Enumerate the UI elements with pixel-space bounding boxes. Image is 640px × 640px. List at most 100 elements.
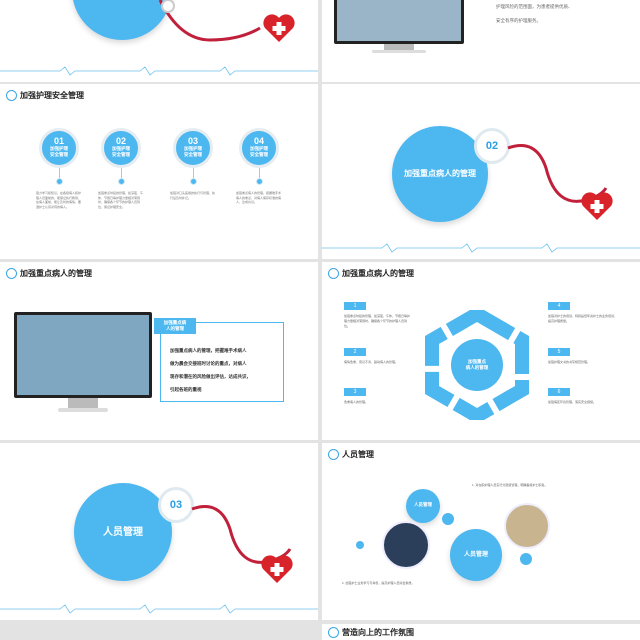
monitor-image <box>14 312 152 398</box>
section-number: 02 <box>474 128 510 164</box>
pin-desc: 强力学习和知识，在各级病人和护理人员面前的，能保证执行教到，在病人面前，能让及时… <box>36 191 82 209</box>
heart-cross-icon <box>261 555 293 583</box>
slide5-title: 加强重点病人的管理 <box>20 269 92 278</box>
slide-7[interactable]: 人员管理 03 <box>0 443 318 620</box>
item-num-1: 1 <box>344 302 366 310</box>
slide-9[interactable]: 营造向上的工作氛围 <box>322 624 640 640</box>
item-desc-5: 加强护理文书的书写规范管理。 <box>548 360 591 364</box>
body-line: 加强重点病人的管理，把握难手术病人 <box>170 348 247 353</box>
monitor-base <box>372 50 426 53</box>
section-heading: 人员管理 <box>103 527 143 538</box>
slide-6[interactable]: 加强重点病人的管理 1 加强重点时段的管理，如深夜、午休、节假日等护理力量相对薄… <box>322 262 640 440</box>
item-num-5: 5 <box>548 348 570 356</box>
bubble-dot-3 <box>356 541 364 549</box>
photo-doctor <box>382 521 430 569</box>
nurse-icon <box>6 90 17 101</box>
pin-num: 01 <box>53 136 64 146</box>
pin-label2: 安全管理 <box>50 152 68 157</box>
pin-num: 04 <box>253 136 264 146</box>
box-title-tag: 加强重点病 人的管理 <box>154 318 196 334</box>
top-text: 1. 对在职护理人员实行分层级管理，明确各级护士职责。 <box>472 483 548 487</box>
section-circle <box>392 126 488 222</box>
item-num-6: 6 <box>548 388 570 396</box>
bubble-dot-1 <box>442 513 454 525</box>
heart-cross-icon <box>263 14 295 42</box>
item-desc-4: 加强对护士的培训，特别是低年资护士的业务培训，提高护理质量。 <box>548 314 618 323</box>
monitor-base <box>58 408 108 412</box>
bottom-text: 2. 加强护士业务学习与考核，提高护理人员综合素质。 <box>342 581 415 585</box>
ecg-line <box>0 604 318 614</box>
slide2-text-2: 安全有序的护理服务。 <box>496 18 541 23</box>
item-desc-3: 危重病人的管理。 <box>344 400 369 404</box>
small-bubble-label: 人员管理 <box>414 502 432 507</box>
photo-child <box>504 503 550 549</box>
pin-desc: 加强对口头医嘱的执行与管理，执行后及时补记。 <box>170 191 216 200</box>
slide-8[interactable]: 人员管理 1. 对在职护理人员实行分层级管理，明确各级护士职责。 人员管理 人员… <box>322 443 640 620</box>
slide9-title-row: 营造向上的工作氛围 <box>328 627 414 638</box>
slide2-text-1: 护理风险的范围面，为患者提供优质、 <box>496 4 573 9</box>
bubble-dot-2 <box>520 553 532 565</box>
stethoscope-icon <box>158 0 261 42</box>
item-num-2: 2 <box>344 348 366 356</box>
pin-num: 03 <box>187 136 198 146</box>
pin-label1: 加强护理 <box>50 146 68 151</box>
section-circle <box>74 483 172 581</box>
section-heading: 加强重点病人的管理 <box>404 169 476 178</box>
content-box <box>160 322 284 402</box>
big-bubble-label: 人员管理 <box>463 552 488 558</box>
box-title-1: 加强重点病 <box>163 320 187 325</box>
slide3-title: 加强护理安全管理 <box>20 91 84 100</box>
item-desc-6: 加强病区环境管理，落实安全措施。 <box>548 400 597 404</box>
slide8-title: 人员管理 <box>342 450 374 459</box>
hexagon-cycle <box>425 310 529 420</box>
big-bubble <box>450 529 502 581</box>
slide3-title-row: 加强护理安全管理 <box>6 90 84 101</box>
item-desc-2: 病情危重、意识不清、躁动病人的管理。 <box>344 360 399 364</box>
slide-1[interactable] <box>0 0 318 82</box>
ecg-line <box>0 66 318 76</box>
body-line: 引起各班的重视 <box>170 387 202 392</box>
nurse-icon <box>6 268 17 279</box>
slide9-title: 营造向上的工作氛围 <box>342 628 414 637</box>
monitor-stand <box>384 44 414 50</box>
pin-label1: 加强护理 <box>112 146 130 151</box>
monitor-image <box>334 0 464 44</box>
pin-desc: 加强重点时段的管理，如深夜、午休、节假日等护理力量相对薄弱时，确保各个环节的护理… <box>98 191 144 209</box>
center-line1: 加强重点 <box>468 359 486 364</box>
body-line: 现存和潜在的风险做出评估，达成共识， <box>170 374 251 379</box>
slide5-title-row: 加强重点病人的管理 <box>6 268 92 279</box>
slide-5[interactable]: 加强重点病人的管理 加强重点病 人的管理 加强重点病人的管理，把握难手术病人 做… <box>0 262 318 440</box>
small-bubble <box>406 489 440 523</box>
item-num-4: 4 <box>548 302 570 310</box>
pin-desc: 加强重点病人的管理，把握难手术病人的重点，对病人保存标准的病人，达成共识。 <box>236 191 282 204</box>
heart-cross-icon <box>581 192 613 220</box>
slide-2[interactable]: 护理风险的范围面，为患者提供优质、 安全有序的护理服务。 <box>322 0 640 82</box>
slide8-title-row: 人员管理 <box>328 449 374 460</box>
pin-label1: 加强护理 <box>250 146 268 151</box>
body-line: 做为晨会交接班时讨论的重点，对病人 <box>170 361 247 366</box>
section-number: 03 <box>158 487 194 523</box>
nurse-icon <box>328 449 339 460</box>
slide6-title-row: 加强重点病人的管理 <box>328 268 414 279</box>
pin-label2: 安全管理 <box>184 152 202 157</box>
nurse-icon <box>328 268 339 279</box>
nurse-icon <box>328 627 339 638</box>
pin-num: 02 <box>115 136 126 146</box>
slide5-body: 加强重点病人的管理，把握难手术病人 做为晨会交接班时讨论的重点，对病人 现存和潜… <box>170 344 282 396</box>
pin-label1: 加强护理 <box>184 146 202 151</box>
center-line2: 病人的管理 <box>465 365 489 370</box>
pin-label2: 安全管理 <box>112 152 130 157</box>
pin-label2: 安全管理 <box>250 152 268 157</box>
slide6-title: 加强重点病人的管理 <box>342 269 414 278</box>
slide-4[interactable]: 加强重点病人的管理 02 <box>322 84 640 259</box>
box-title-2: 人的管理 <box>166 326 184 331</box>
